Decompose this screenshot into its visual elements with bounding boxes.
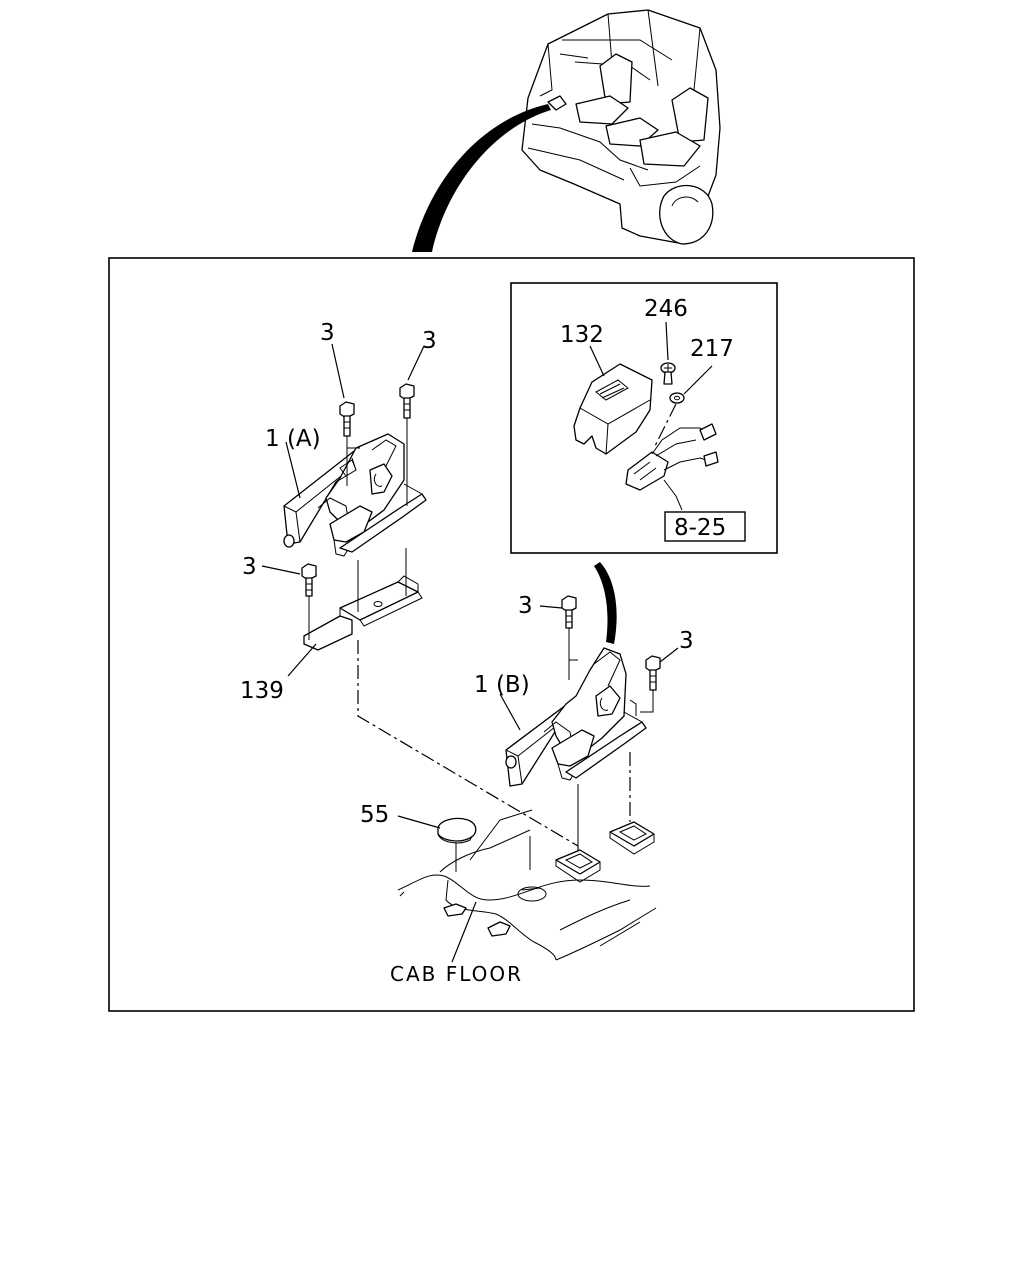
label-bolt-a1: 3 (320, 320, 335, 346)
label-bolt-a3: 3 (242, 554, 257, 580)
label-screw-246: 246 (644, 296, 688, 322)
mount-line-a (357, 640, 579, 862)
cab-floor-part (397, 809, 657, 961)
overview-callout (412, 104, 551, 252)
ref-box-8-25[interactable] (664, 511, 746, 542)
main-frame (108, 257, 915, 1012)
inset-callout (594, 562, 617, 644)
inset-box (510, 282, 778, 554)
label-bolt-a2: 3 (422, 328, 437, 354)
label-ref-8-25[interactable]: 8-25 (674, 515, 726, 541)
label-cab-floor: CAB FLOOR (390, 962, 523, 986)
lever-a-part (283, 433, 427, 557)
switch-part (625, 423, 719, 511)
bracket-139-part (303, 575, 423, 651)
bolt-b1-part (561, 595, 577, 629)
label-grommet-55: 55 (360, 802, 389, 828)
bolt-a3-part (301, 563, 317, 597)
leader-lines (261, 343, 679, 963)
label-washer-217: 217 (690, 336, 734, 362)
screw-246-part (660, 362, 676, 385)
lever-b-part (505, 647, 647, 787)
grommet-55-part (437, 817, 477, 844)
cover-132-part (573, 363, 653, 455)
bolt-b2-part (645, 655, 661, 691)
label-cover-132: 132 (560, 322, 604, 348)
bolt-a1-part (339, 401, 355, 437)
bolt-a2-part (399, 383, 415, 419)
lever-a-assembly (283, 383, 427, 651)
label-lever-a: 1 (A) (265, 426, 321, 452)
floor-pad-1 (555, 849, 601, 883)
label-bracket-139: 139 (240, 678, 284, 704)
part-labels: 3 3 1 (A) 3 139 132 246 217 8-25 3 3 1 (… (240, 296, 734, 986)
label-lever-b: 1 (B) (474, 672, 530, 698)
label-bolt-b1: 3 (518, 593, 533, 619)
lever-b-assembly (505, 595, 661, 852)
floor-pad-2 (609, 821, 655, 855)
label-bolt-b2: 3 (679, 628, 694, 654)
washer-217-part (669, 392, 685, 404)
cab-overview (521, 9, 721, 245)
